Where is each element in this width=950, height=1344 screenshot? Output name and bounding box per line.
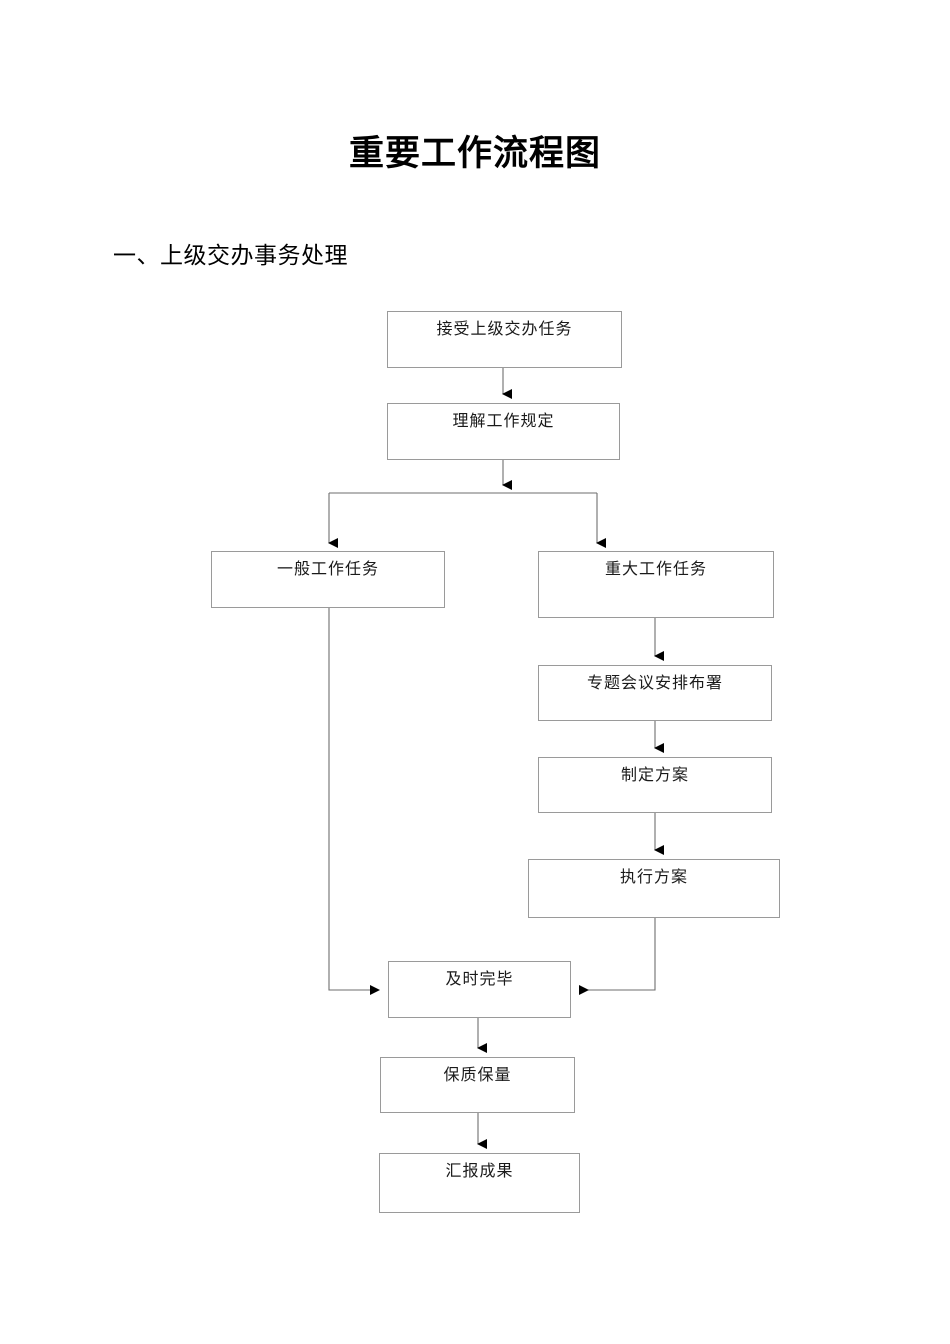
flow-node-special-meeting[interactable]: 专题会议安排布署 [538, 665, 772, 721]
flow-node-label: 重大工作任务 [604, 559, 707, 578]
flow-node-make-plan[interactable]: 制定方案 [538, 757, 772, 813]
flow-node-on-time-completion[interactable]: 及时完毕 [388, 961, 571, 1018]
flow-node-label: 保质保量 [443, 1065, 512, 1084]
section-heading: 一、上级交办事务处理 [113, 243, 348, 269]
flow-node-label: 汇报成果 [445, 1161, 514, 1180]
flow-node-execute-plan[interactable]: 执行方案 [528, 859, 780, 918]
flow-node-report-results[interactable]: 汇报成果 [379, 1153, 580, 1213]
flow-node-label: 执行方案 [619, 867, 688, 886]
edge-general-task-to-on-time [328, 608, 380, 995]
flow-node-label: 理解工作规定 [452, 411, 555, 430]
edge-execute-plan-to-on-time [579, 918, 656, 995]
flow-node-major-task[interactable]: 重大工作任务 [538, 551, 774, 618]
flow-node-label: 接受上级交办任务 [436, 319, 573, 338]
page-title: 重要工作流程图 [348, 133, 601, 174]
flow-node-understand-rules[interactable]: 理解工作规定 [387, 403, 620, 460]
flow-node-receive-task[interactable]: 接受上级交办任务 [387, 311, 622, 368]
flow-node-label: 专题会议安排布署 [586, 673, 723, 692]
flow-node-label: 制定方案 [620, 765, 689, 784]
flow-node-label: 及时完毕 [445, 969, 514, 988]
flow-node-label: 一般工作任务 [276, 559, 379, 578]
flow-node-guaranteed-quality[interactable]: 保质保量 [380, 1057, 575, 1113]
flow-node-general-task[interactable]: 一般工作任务 [211, 551, 445, 608]
